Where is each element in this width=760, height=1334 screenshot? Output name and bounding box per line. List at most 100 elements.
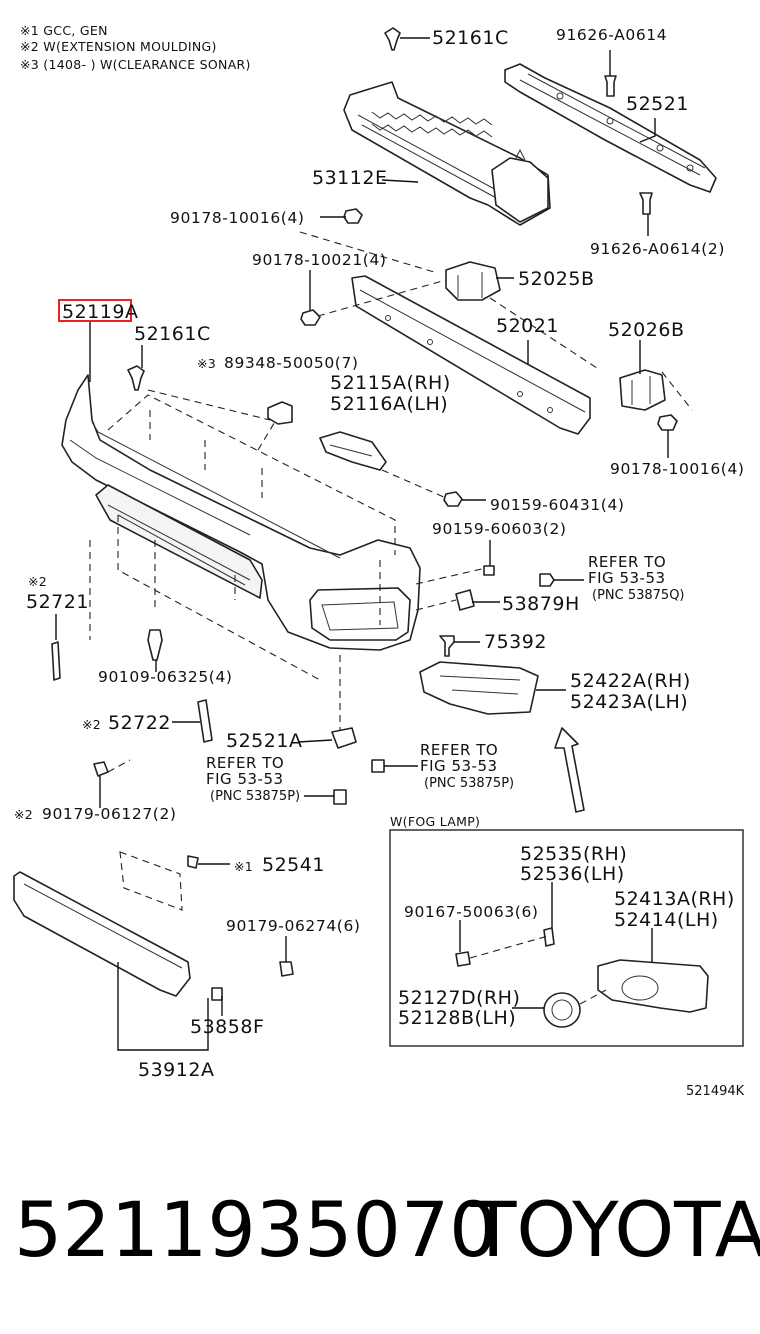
note-2: ※2 W(EXTENSION MOULDING) bbox=[20, 39, 217, 54]
clip-89348[interactable] bbox=[267, 401, 293, 425]
label-52116A: 52116A(LH) bbox=[330, 393, 448, 415]
screw-90167[interactable] bbox=[455, 951, 471, 967]
screw-refer-left[interactable] bbox=[333, 789, 347, 805]
label-52423A: 52423A(LH) bbox=[570, 691, 688, 713]
refer-center-line1: REFER TO bbox=[420, 741, 498, 759]
label-90159-60431: 90159-60431(4) bbox=[490, 496, 625, 514]
label-91626-bottom: 91626-A0614(2) bbox=[590, 240, 725, 258]
nut-90178-10016-top[interactable] bbox=[343, 208, 363, 224]
notes-block: ※1 GCC, GEN ※2 W(EXTENSION MOULDING) ※3 … bbox=[20, 23, 250, 72]
label-52414: 52414(LH) bbox=[614, 909, 719, 931]
screw-refer-right[interactable] bbox=[539, 573, 555, 587]
label-52025B: 52025B bbox=[518, 268, 594, 290]
label-91626-top: 91626-A0614 bbox=[556, 26, 667, 44]
refer-right-line3: (PNC 53875Q) bbox=[592, 588, 685, 603]
clip-53858F[interactable] bbox=[211, 987, 223, 1001]
label-52115A: 52115A(RH) bbox=[330, 372, 451, 394]
fog-box-title: W(FOG LAMP) bbox=[390, 814, 480, 829]
part-52127D-ring[interactable] bbox=[543, 992, 581, 1028]
diagram-id: 521494K bbox=[686, 1084, 745, 1099]
label-52721: 52721 bbox=[26, 591, 89, 613]
part-52119A-bumper-cover[interactable] bbox=[61, 374, 421, 651]
part-53912A-lower-panel[interactable] bbox=[13, 871, 191, 997]
clip-90179-06127[interactable] bbox=[93, 761, 109, 777]
label-53858F: 53858F bbox=[190, 1016, 264, 1038]
note-1: ※1 GCC, GEN bbox=[20, 23, 108, 38]
label-52422A: 52422A(RH) bbox=[570, 670, 691, 692]
fastener-52161C-top[interactable] bbox=[384, 27, 401, 51]
direction-arrow bbox=[554, 727, 585, 813]
bolt-90109[interactable] bbox=[147, 629, 163, 661]
refer-center-line2: FIG 53-53 bbox=[420, 757, 498, 775]
part-52026B-bracket[interactable] bbox=[619, 369, 666, 411]
refer-left-line1: REFER TO bbox=[206, 754, 284, 772]
label-90178-10016-top: 90178-10016(4) bbox=[170, 209, 305, 227]
label-90178-10016-right: 90178-10016(4) bbox=[610, 460, 745, 478]
label-52161C-mid: 52161C bbox=[134, 323, 211, 345]
mark-52541: ※1 bbox=[234, 859, 253, 874]
label-52413A: 52413A(RH) bbox=[614, 888, 735, 910]
nut-52521A[interactable] bbox=[331, 727, 357, 749]
nut-90178-10021[interactable] bbox=[300, 309, 321, 326]
fastener-91626-bottom[interactable] bbox=[639, 192, 653, 215]
part-52722-moulding[interactable] bbox=[197, 699, 213, 743]
bracket-53879H[interactable] bbox=[455, 589, 475, 611]
fog-box-frame bbox=[389, 829, 744, 1047]
footer-part-number: 5211935070 bbox=[14, 1185, 498, 1274]
leader-lines bbox=[55, 37, 693, 1051]
label-52026B: 52026B bbox=[608, 319, 684, 341]
refer-right-line1: REFER TO bbox=[588, 553, 666, 571]
part-52541-plate[interactable] bbox=[119, 851, 199, 911]
part-52413A-housing[interactable] bbox=[597, 959, 709, 1013]
label-52722: 52722 bbox=[108, 712, 171, 734]
mark-52721: ※2 bbox=[28, 574, 47, 589]
label-52521A: 52521A bbox=[226, 730, 302, 752]
part-52025B-bracket[interactable] bbox=[445, 261, 501, 301]
label-90179-06274: 90179-06274(6) bbox=[226, 917, 361, 935]
bracket-52115A[interactable] bbox=[319, 431, 387, 471]
label-90178-10021: 90178-10021(4) bbox=[252, 251, 387, 269]
refer-left-line3: (PNC 53875P) bbox=[210, 789, 300, 804]
part-53112E-grille[interactable] bbox=[343, 81, 551, 226]
label-52536: 52536(LH) bbox=[520, 863, 625, 885]
mark-52722: ※2 bbox=[82, 717, 101, 732]
label-52535: 52535(RH) bbox=[520, 843, 627, 865]
label-53912A: 53912A bbox=[138, 1059, 214, 1081]
refer-center-line3: (PNC 53875P) bbox=[424, 776, 514, 791]
label-89348: 89348-50050(7) bbox=[224, 354, 359, 372]
part-52021-beam[interactable] bbox=[351, 275, 591, 435]
fastener-75392[interactable] bbox=[439, 635, 455, 657]
nut-90178-10016-right[interactable] bbox=[657, 414, 678, 431]
screw-refer-center[interactable] bbox=[371, 759, 385, 773]
refer-right-line2: FIG 53-53 bbox=[588, 569, 666, 587]
label-90167: 90167-50063(6) bbox=[404, 903, 539, 921]
label-75392: 75392 bbox=[484, 631, 547, 653]
nut-90179-06274[interactable] bbox=[279, 961, 294, 977]
fastener-91626-top[interactable] bbox=[604, 75, 617, 97]
screw-90159-60431[interactable] bbox=[443, 491, 463, 507]
part-52422A-cover[interactable] bbox=[419, 661, 539, 715]
part-52721-moulding[interactable] bbox=[51, 641, 61, 681]
label-52161C-top: 52161C bbox=[432, 27, 509, 49]
bumper-guide-lines bbox=[89, 394, 396, 735]
label-90179-06127: 90179-06127(2) bbox=[42, 805, 177, 823]
part-52521-rail[interactable] bbox=[504, 63, 717, 193]
label-52119A: 52119A bbox=[62, 301, 138, 323]
callout-labels: 52161C 91626-A0614 52521 53112E 90178-10… bbox=[14, 26, 745, 1081]
refer-left-line2: FIG 53-53 bbox=[206, 770, 284, 788]
mark-89348: ※3 bbox=[197, 356, 216, 371]
label-53879H: 53879H bbox=[502, 593, 580, 615]
label-90159-60603: 90159-60603(2) bbox=[432, 520, 567, 538]
label-53112E: 53112E bbox=[312, 167, 387, 189]
part-52535-bracket[interactable] bbox=[543, 927, 555, 947]
fog-lamp-box: W(FOG LAMP) 52535(RH) 52536(LH) 90167-50… bbox=[389, 814, 744, 1047]
screw-90159-60603[interactable] bbox=[483, 565, 495, 576]
label-52128B: 52128B(LH) bbox=[398, 1007, 516, 1029]
footer-brand: TOYOTA bbox=[469, 1185, 760, 1274]
mark-90179-06127: ※2 bbox=[14, 807, 33, 822]
highlight-box bbox=[58, 299, 132, 322]
fastener-52161C-mid[interactable] bbox=[127, 365, 145, 391]
label-52021: 52021 bbox=[496, 315, 559, 337]
label-52541: 52541 bbox=[262, 854, 325, 876]
label-52521: 52521 bbox=[626, 93, 689, 115]
